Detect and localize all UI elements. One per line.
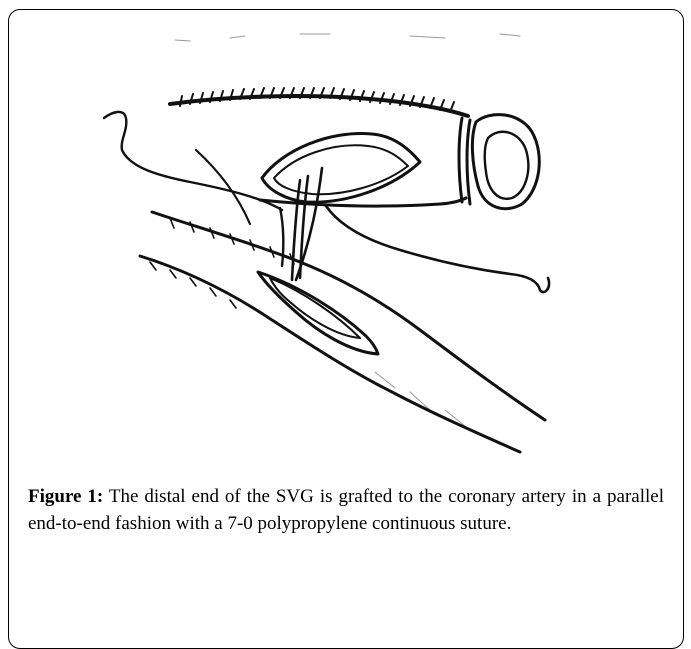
figure-caption-text: The distal end of the SVG is grafted to … [28, 486, 664, 534]
surgical-illustration [0, 0, 691, 470]
figure-label: Figure 1: [28, 486, 103, 507]
coronary-artery [140, 212, 545, 452]
figure-caption: Figure 1: The distal end of the SVG is g… [28, 484, 664, 537]
background-sketch-marks [175, 34, 520, 430]
artery-incision [258, 272, 378, 354]
graft-incision [262, 133, 420, 202]
